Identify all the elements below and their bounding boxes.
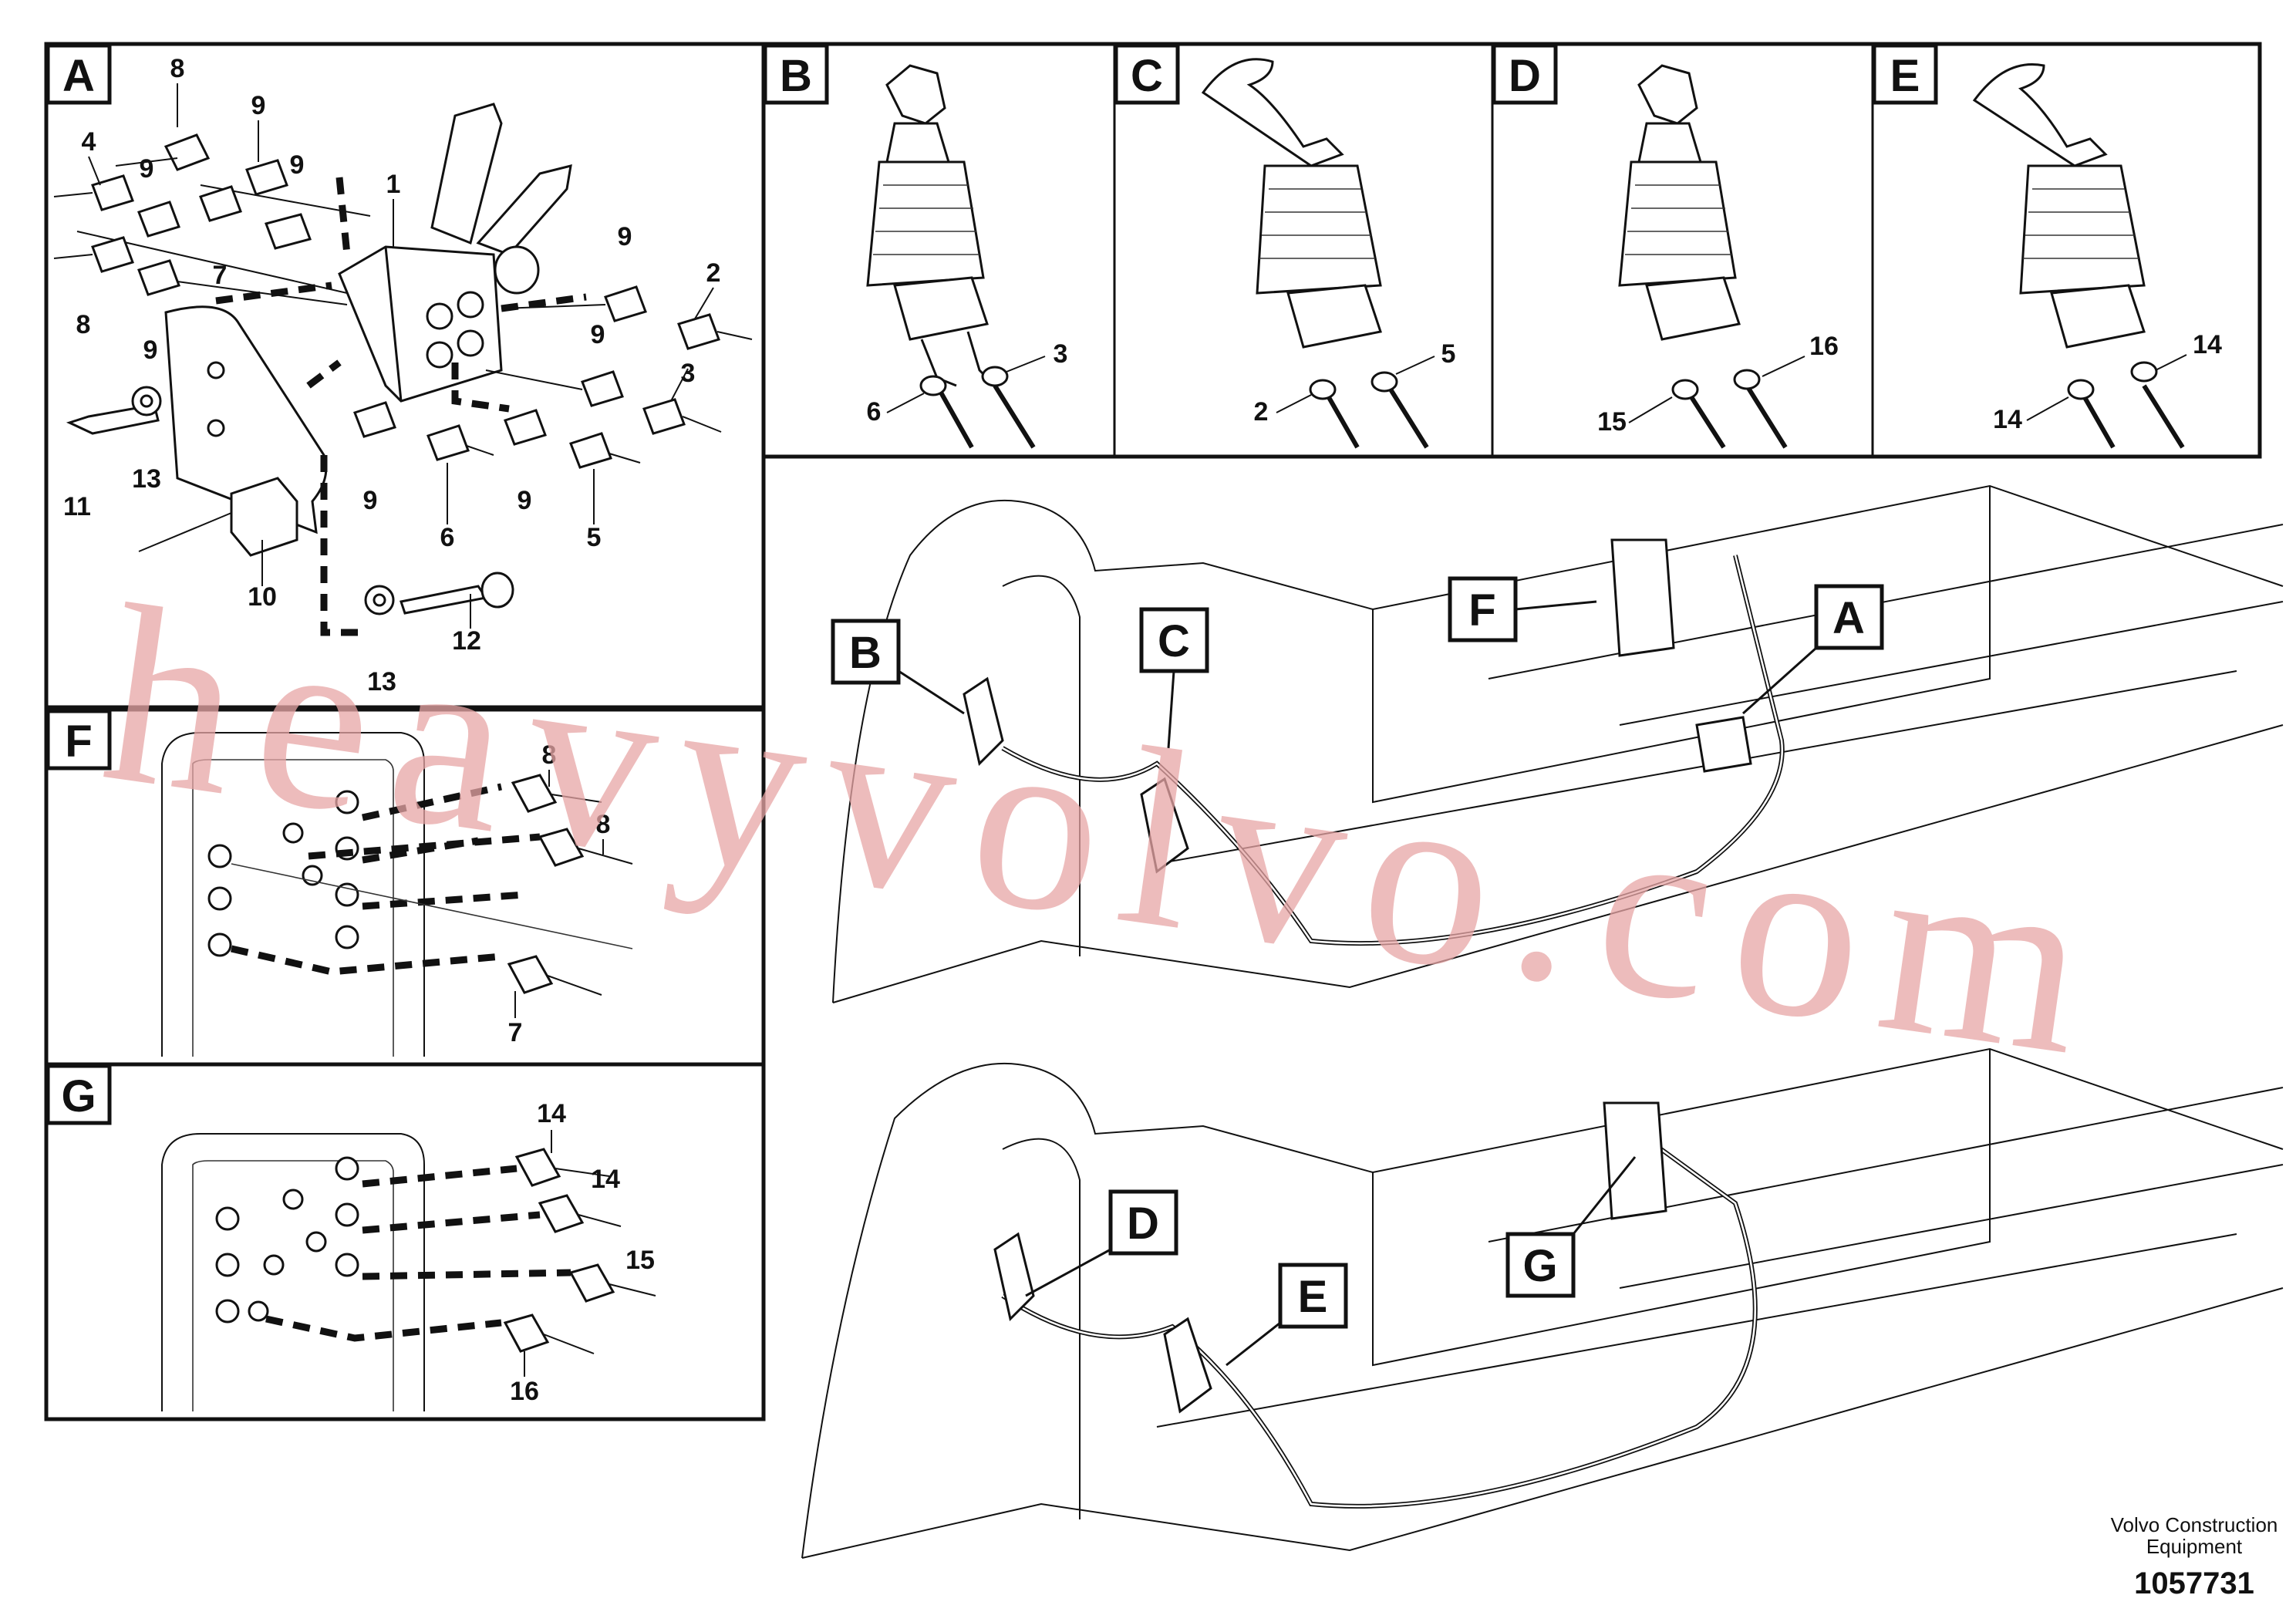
part-number: 9 (290, 150, 305, 180)
part-number: 8 (76, 310, 91, 339)
part-number: 9 (140, 154, 154, 184)
part-number: 14 (1993, 405, 2022, 434)
callout-e: E (1298, 1272, 1328, 1322)
control-valve-drawing (53, 103, 753, 636)
panel-a: A (44, 42, 766, 710)
part-number: 13 (367, 667, 396, 696)
panel-f: F 8 8 7 (44, 707, 766, 1067)
panel-c: C 5 2 (1114, 43, 1456, 449)
part-number: 5 (587, 523, 602, 552)
machine-frame-upper (832, 484, 2284, 1003)
part-number: 16 (510, 1377, 539, 1406)
part-number: 9 (618, 222, 632, 251)
panel-a-part-numbers: 8 9 4 9 9 1 7 8 9 9 2 9 3 13 11 9 6 9 5 … (63, 54, 720, 696)
part-number: 10 (248, 582, 277, 612)
callout-d: D (1127, 1199, 1159, 1249)
part-number: 8 (596, 810, 611, 839)
panel-g: G 14 14 15 16 (44, 1062, 766, 1421)
part-number: 9 (363, 486, 378, 515)
callout-f: F (1468, 585, 1495, 636)
panel-a-label: A (62, 51, 95, 101)
part-number: 2 (1254, 397, 1269, 427)
brand-line-2: Equipment (2146, 1535, 2243, 1558)
panel-f-label: F (65, 717, 92, 767)
part-number: 8 (170, 54, 185, 83)
part-number: 9 (518, 486, 532, 515)
part-number: 15 (625, 1246, 655, 1275)
footer: Volvo Construction Equipment 1057731 (2111, 1513, 2278, 1600)
part-number: 11 (63, 492, 91, 521)
document-number: 1057731 (2134, 1566, 2254, 1600)
panel-a-label-box (46, 43, 112, 105)
part-number: 13 (132, 464, 161, 494)
part-number: 7 (213, 261, 228, 290)
joystick-panels: B 3 6 C 5 2 (761, 42, 2262, 459)
callout-b: B (849, 628, 882, 678)
part-number: 5 (1441, 339, 1456, 369)
brand-line-1: Volvo Construction (2111, 1513, 2278, 1536)
part-number: 8 (542, 740, 557, 770)
panel-g-label: G (61, 1071, 96, 1121)
panel-e: E 14 14 (1872, 43, 2222, 449)
part-number: 12 (452, 626, 481, 656)
part-number: 9 (251, 91, 266, 120)
callout-a: A (1832, 593, 1865, 643)
part-number: 4 (82, 127, 96, 157)
part-number: 14 (591, 1165, 620, 1194)
callout-g: G (1522, 1241, 1557, 1291)
panel-c-label: C (1131, 51, 1163, 101)
panel-e-label: E (1890, 51, 1920, 101)
part-number: 1 (386, 170, 401, 199)
part-number: 6 (867, 397, 882, 427)
callout-c: C (1158, 616, 1190, 666)
part-number: 7 (508, 1018, 523, 1047)
panel-b: B 3 6 (763, 43, 1068, 449)
part-number: 3 (681, 359, 696, 388)
part-number: 15 (1597, 407, 1627, 437)
part-number: 9 (143, 336, 158, 365)
part-number: 2 (706, 258, 721, 288)
part-number: 3 (1054, 339, 1068, 369)
machine-frame-lower (801, 1047, 2284, 1559)
part-number: 6 (440, 523, 455, 552)
part-number: 9 (591, 320, 605, 349)
part-number: 14 (2193, 330, 2222, 359)
callouts: B C F A D E G (831, 576, 1884, 1367)
part-number: 14 (537, 1099, 566, 1128)
part-number: 16 (1809, 332, 1839, 361)
panel-b-label: B (780, 51, 812, 101)
panel-d: D 16 15 (1492, 43, 1839, 449)
panel-d-label: D (1509, 51, 1541, 101)
